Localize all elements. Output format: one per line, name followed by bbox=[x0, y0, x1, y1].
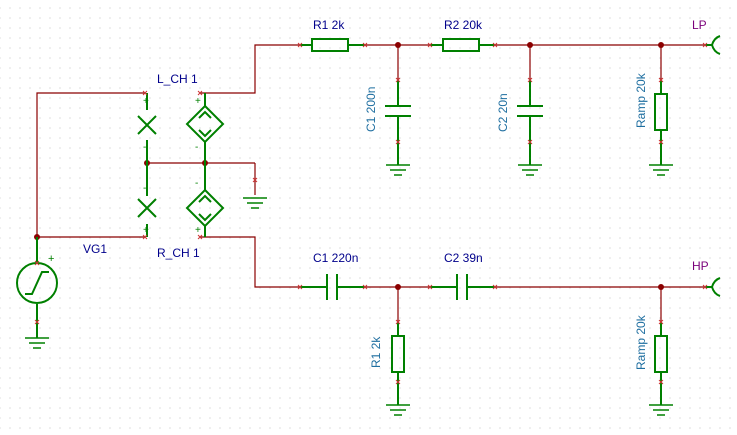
label-r2-top[interactable]: R2 20k bbox=[444, 18, 483, 32]
resistor-ramp-bot bbox=[654, 335, 668, 373]
wire-rch-to-c1 bbox=[200, 236, 300, 288]
net-label-lp[interactable]: LP bbox=[692, 18, 707, 32]
polarity-lch-src-minus: - bbox=[195, 142, 199, 153]
polarity-rch-probe-minus: - bbox=[143, 183, 147, 194]
port-lp-connector bbox=[705, 35, 721, 55]
resistor-r1-top bbox=[311, 38, 349, 52]
net-label-hp[interactable]: HP bbox=[692, 259, 709, 273]
polarity-vg1-plus: + bbox=[48, 253, 55, 265]
resistor-ramp-top bbox=[654, 93, 668, 131]
port-hp-connector bbox=[705, 277, 721, 297]
label-ramp-bot[interactable]: Ramp 20k bbox=[634, 315, 648, 370]
polarity-rch-probe-plus: + bbox=[143, 225, 149, 236]
label-c1-top[interactable]: C1 200n bbox=[364, 86, 378, 132]
wire-lch-to-r1 bbox=[200, 44, 300, 94]
junction-dot bbox=[658, 42, 664, 48]
polarity-rch-src-minus: - bbox=[195, 178, 199, 189]
label-c2-top[interactable]: C2 20n bbox=[496, 93, 510, 132]
polarity-rch-src-plus: + bbox=[195, 225, 201, 236]
label-vg1[interactable]: VG1 bbox=[83, 242, 108, 256]
source-lch-diamond bbox=[185, 104, 225, 144]
polarity-lch-probe-minus: - bbox=[143, 142, 147, 153]
junction-dot bbox=[527, 42, 533, 48]
label-r1-top[interactable]: R1 2k bbox=[313, 18, 345, 32]
label-lch1[interactable]: L_CH 1 bbox=[157, 72, 198, 86]
label-rch1[interactable]: R_CH 1 bbox=[157, 246, 200, 260]
polarity-lch-src-plus: + bbox=[195, 96, 201, 107]
junction-dot bbox=[395, 284, 401, 290]
label-ramp-top[interactable]: Ramp 20k bbox=[634, 73, 648, 128]
label-c1-bot[interactable]: C1 220n bbox=[313, 251, 359, 265]
probe-lch-x bbox=[137, 115, 157, 135]
probe-rch-x bbox=[137, 198, 157, 218]
pin-markers bbox=[34, 42, 708, 385]
wire-vg-to-lch bbox=[36, 92, 145, 263]
resistor-r2-top bbox=[442, 38, 480, 52]
source-rch-diamond bbox=[185, 188, 225, 228]
junction-dot bbox=[395, 42, 401, 48]
label-c2-bot[interactable]: C2 39n bbox=[444, 251, 483, 265]
junction-dot bbox=[658, 284, 664, 290]
resistor-r1-bot bbox=[391, 335, 405, 373]
polarity-lch-probe-plus: + bbox=[143, 96, 149, 107]
label-r1-bot[interactable]: R1 2k bbox=[369, 336, 383, 368]
